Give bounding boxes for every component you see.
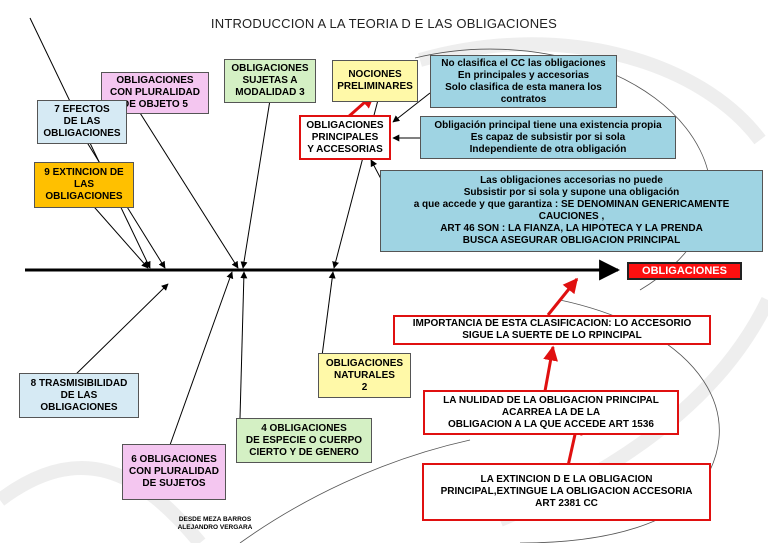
bone-line [321,271,336,357]
bone-line [87,199,149,269]
box-pluralidad-sujetos[interactable]: 6 OBLIGACIONES CON PLURALIDAD DE SUJETOS [122,444,226,500]
box-no-clasifica[interactable]: No clasifica el CC las obligaciones En p… [430,55,617,108]
box-trasmisibilidad[interactable]: 8 TRASMISIBILIDAD DE LAS OBLIGACIONES [19,373,139,418]
box-obligaciones-naturales[interactable]: OBLIGACIONES NATURALES 2 [318,353,411,398]
box-obligaciones-sujetas-modalidad[interactable]: OBLIGACIONES SUJETAS A MODALIDAD 3 [224,59,316,103]
page-title: INTRODUCCION A LA TEORIA D E LAS OBLIGAC… [210,16,558,31]
box-nociones-preliminares[interactable]: NOCIONES PRELIMINARES [332,60,418,102]
bone-line [134,104,239,269]
decorative-curve [239,439,471,543]
box-efectos[interactable]: 7 EFECTOS DE LAS OBLIGACIONES [37,100,127,144]
box-principal-definicion[interactable]: Obligación principal tiene una existenci… [420,116,676,159]
bone-line [169,271,234,446]
box-obligaciones-head[interactable]: OBLIGACIONES [627,262,742,280]
red-arrow [546,277,579,316]
bone-line [239,271,248,419]
box-especie-cuerpo-cierto[interactable]: 4 OBLIGACIONES DE ESPECIE O CUERPO CIERT… [236,418,372,463]
red-arrow [543,345,558,392]
box-nulidad-principal[interactable]: LA NULIDAD DE LA OBLIGACION PRINCIPAL AC… [423,390,679,435]
authors-credit: DESDE MEZA BARROS ALEJANDRO VERGARA [177,516,253,531]
box-extincion-obligaciones[interactable]: 9 EXTINCION DE LAS OBLIGACIONES [34,162,134,208]
bone-line [240,99,271,269]
box-extincion-principal[interactable]: LA EXTINCION D E LA OBLIGACION PRINCIPAL… [422,463,711,521]
box-obligaciones-principales-accesorias[interactable]: OBLIGACIONES PRINCIPALES Y ACCESORIAS [299,115,391,160]
bone-line [69,283,169,381]
box-importancia-clasificacion[interactable]: IMPORTANCIA DE ESTA CLASIFICACION: LO AC… [393,315,711,345]
connector-line [392,92,431,123]
box-accesorias-definicion[interactable]: Las obligaciones accesorias no puede Sub… [380,170,763,252]
